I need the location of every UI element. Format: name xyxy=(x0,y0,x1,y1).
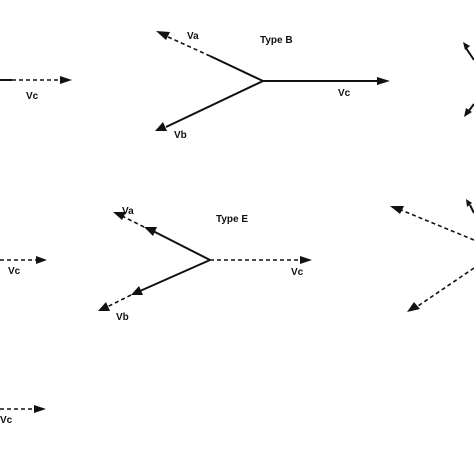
va-phasor-arrow xyxy=(121,215,145,228)
arrowhead-icon xyxy=(156,31,170,40)
arrowhead-icon xyxy=(98,302,110,311)
va-label: Va xyxy=(187,31,199,42)
vb-solid-segment xyxy=(139,259,211,292)
va-phasor-arrow xyxy=(400,209,474,241)
arrowhead-icon xyxy=(36,256,47,264)
vc-label: Vc xyxy=(338,88,351,99)
phasor-left-bottom: Vc xyxy=(0,405,46,426)
vc-label: Vc xyxy=(26,91,39,102)
type-b-title: Type B xyxy=(260,35,293,46)
vc-label: Vc xyxy=(0,415,13,426)
arrowhead-icon xyxy=(390,206,404,214)
arrowhead-icon xyxy=(463,42,470,50)
arrowhead-icon xyxy=(407,302,420,312)
phasor-right-mid xyxy=(390,199,474,312)
vc-label: Vc xyxy=(8,266,21,277)
va-phasor-arrow xyxy=(465,47,474,61)
arrowhead-icon xyxy=(34,405,46,413)
arrowhead-icon xyxy=(377,77,390,85)
va-phasor-arrow xyxy=(165,35,211,57)
va-label: Va xyxy=(122,206,134,217)
arrowhead-icon xyxy=(155,122,167,131)
arrowhead-icon xyxy=(60,76,72,84)
arrowhead-icon xyxy=(131,286,143,295)
phasor-left-top: Vc xyxy=(0,76,72,102)
vb-label: Vb xyxy=(174,130,187,141)
type-e-title: Type E xyxy=(216,214,248,225)
arrowhead-icon xyxy=(300,256,312,264)
phasor-left-mid: Vc xyxy=(0,256,47,277)
arrowhead-icon xyxy=(144,227,157,236)
arrowhead-icon xyxy=(464,108,472,117)
vc-label: Vc xyxy=(291,267,304,278)
arrowhead-icon xyxy=(466,199,472,207)
vb-phasor-arrow xyxy=(106,294,132,308)
vb-phasor-arrow xyxy=(417,267,474,307)
phasor-type-b: Type B Va Vb Vc xyxy=(155,31,390,141)
phasor-type-e: Type E Va Vb Vc xyxy=(98,206,312,323)
va-solid-segment xyxy=(469,204,474,214)
phasor-right-top xyxy=(463,42,474,117)
vb-label: Vb xyxy=(116,312,129,323)
va-solid-segment xyxy=(209,55,264,82)
vb-phasor-arrow xyxy=(165,80,264,128)
arrowhead-icon xyxy=(113,212,126,220)
va-solid-segment xyxy=(152,230,211,261)
